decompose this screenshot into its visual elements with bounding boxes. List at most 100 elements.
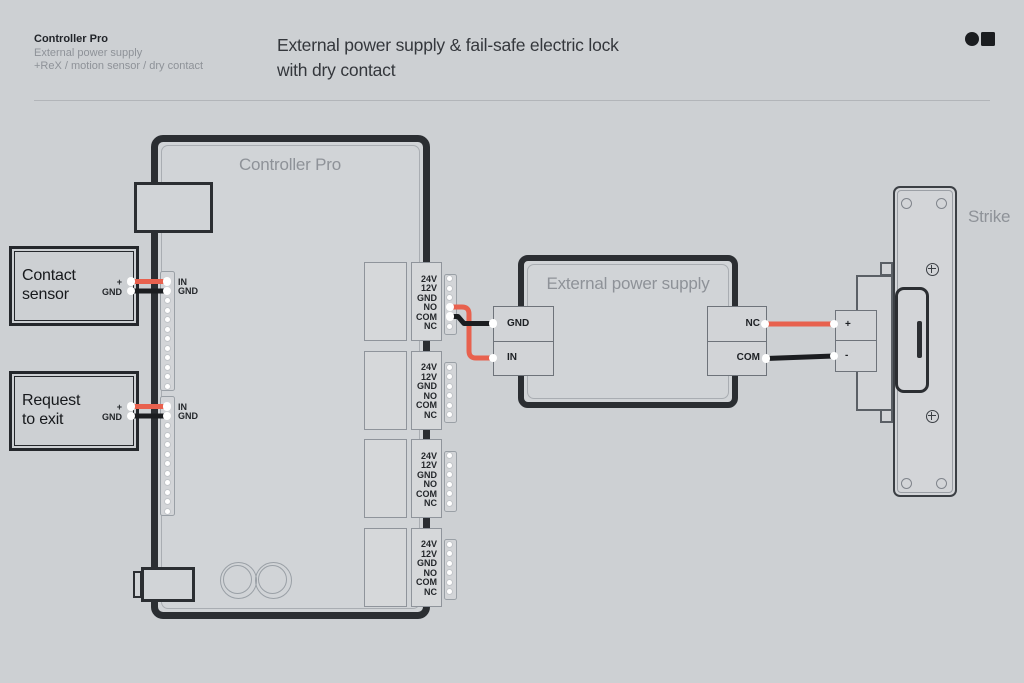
- relay-block-2-hole: [446, 382, 454, 390]
- terminal-connection-dot: [829, 319, 839, 329]
- relay-block-1-label-12v: 12V: [420, 283, 437, 293]
- relay-block-4-hole: [446, 588, 454, 595]
- relay-block-3-hole: [446, 480, 454, 488]
- strike-terminal-plus: [835, 310, 877, 341]
- relay-block-3-label-24v: 24V: [420, 450, 437, 461]
- input-strip-2-hole: [164, 460, 171, 467]
- page-title-line1: External power supply & fail-safe electr…: [277, 35, 619, 55]
- terminal-connection-dot: [162, 402, 172, 411]
- strike-body-bottom-tab: [880, 409, 893, 423]
- terminal-connection-dot: [126, 286, 136, 296]
- terminal-connection-dot: [760, 319, 770, 329]
- relay-block-3-label-gnd: GND: [417, 469, 437, 480]
- terminal-connection-dot: [126, 411, 136, 421]
- page-title-line2: with dry contact: [277, 60, 396, 80]
- relay-block-2-terminal-box: [410, 350, 442, 430]
- contact-sensor-label-line2: sensor: [22, 286, 69, 303]
- relay-block-4-label-no: NO: [423, 567, 438, 578]
- controller-tamper-button-left: [219, 561, 257, 599]
- relay-block-4-label-com: COM: [416, 577, 437, 587]
- contact-sensor-label: Contact sensor: [22, 266, 112, 304]
- input-strip-1-hole: [164, 316, 171, 323]
- controller-tamper-button-left-ring: [223, 565, 252, 594]
- request-to-exit-label-line2: to exit: [22, 411, 64, 428]
- relay-block-4-hole: [446, 540, 454, 548]
- relay-block-2-hole: [446, 411, 454, 418]
- input-strip-2-hole: [164, 441, 171, 448]
- relay-block-2-label-com: COM: [416, 400, 437, 410]
- terminal-connection-dot: [126, 277, 136, 286]
- relay-block-1-hole: [446, 322, 454, 330]
- ajax-logo-square-icon: [981, 32, 995, 46]
- strike-terminal-minus: [835, 339, 877, 372]
- header-product-title: Controller Pro: [34, 33, 108, 45]
- strike-screw-hole-top-left: [900, 197, 912, 209]
- strike-terminal-plus-label: +: [845, 319, 851, 330]
- relay-block-4-label-nc: NC: [424, 586, 437, 597]
- relay-block-1-label-24v: 24V: [420, 273, 437, 284]
- relay-block-3-hole: [446, 490, 454, 497]
- request-to-exit-box: [9, 371, 139, 451]
- wire-psu-com-to-strike-minus: [765, 353, 835, 361]
- controller-top-connector: [134, 182, 213, 233]
- psu-terminal-gnd-label: GND: [507, 318, 530, 329]
- relay-block-3-hole: [446, 461, 454, 469]
- contact-sensor-box: [9, 246, 139, 326]
- ajax-logo-circle-icon: [965, 32, 979, 46]
- input-strip-2-hole: [164, 488, 171, 496]
- relay-block-4-hole: [446, 578, 454, 586]
- relay-block-1-label-nc: NC: [424, 321, 437, 331]
- relay-block-3-label-com: COM: [416, 488, 437, 499]
- contact-sensor-gnd-label: GND: [102, 286, 122, 297]
- terminal-connection-dot: [829, 351, 839, 361]
- request-to-exit-gnd-label: GND: [102, 411, 122, 422]
- input-strip-1-hole: [164, 373, 171, 380]
- header-subtitle-2: +ReX / motion sensor / dry contact: [34, 60, 204, 72]
- relay-block-1-terminal-box: [410, 262, 442, 341]
- strike-body-top-tab: [880, 262, 893, 276]
- input-strip-1-hole: [164, 363, 171, 371]
- controller-tamper-button-right-ring: [258, 565, 287, 594]
- terminal-connection-dot: [162, 286, 172, 296]
- header-subtitle-1: External power supply: [34, 47, 143, 59]
- input-strip-2-hole: [164, 498, 171, 505]
- strike-terminal-minus-label: -: [845, 350, 849, 361]
- terminal-connection-dot: [445, 312, 455, 321]
- relay-block-2-hole: [446, 401, 454, 409]
- page-title: External power supply & fail-safe electr…: [277, 33, 697, 83]
- relay-block-2-label-gnd: GND: [417, 381, 437, 391]
- relay-block-3-hole: [446, 499, 454, 507]
- input-strip-1-hole: [164, 354, 171, 361]
- relay-block-3: [364, 439, 407, 518]
- relay-block-3-terminal-box: [410, 439, 442, 518]
- psu-terminal-in-label: IN: [507, 352, 517, 363]
- contact-sensor-inner-outline: [14, 251, 134, 321]
- input-strip-1-hole: [164, 344, 171, 352]
- strike-cross-screw-bottom-icon: [925, 409, 939, 423]
- relay-block-2-label-24v: 24V: [420, 362, 437, 372]
- strike-cross-screw-top-icon: [925, 262, 939, 276]
- strike-screw-hole-top-right: [935, 197, 947, 209]
- input-strip-1-hole: [164, 335, 171, 342]
- relay-block-3-hole: [446, 471, 454, 478]
- terminal-connection-dot: [162, 277, 172, 286]
- controller-tamper-button-right: [254, 561, 292, 599]
- relay-block-1-label-com: COM: [416, 311, 437, 322]
- header-divider: [34, 100, 990, 101]
- psu-terminal-gnd: [493, 306, 554, 342]
- terminal-connection-dot: [488, 319, 498, 328]
- terminal-connection-dot: [761, 354, 771, 363]
- relay-block-3-label-nc: NC: [424, 498, 437, 508]
- contact-sensor-label-line1: Contact: [22, 267, 76, 284]
- terminal-connection-dot: [445, 302, 455, 312]
- controller-bottom-connector: [141, 567, 195, 602]
- contact-sensor-plus-label: +: [116, 276, 122, 287]
- input-strip-2-hole: [164, 450, 171, 458]
- input-strip-1-label-gnd: GND: [178, 286, 198, 296]
- input-strip-1-hole: [164, 306, 171, 314]
- strike-keeper-latch: [895, 287, 929, 393]
- strike-screw-hole-bottom-left: [900, 477, 912, 489]
- terminal-connection-dot: [162, 411, 172, 421]
- relay-block-2-label-12v: 12V: [420, 371, 437, 382]
- relay-block-4-terminal-box: [410, 527, 442, 607]
